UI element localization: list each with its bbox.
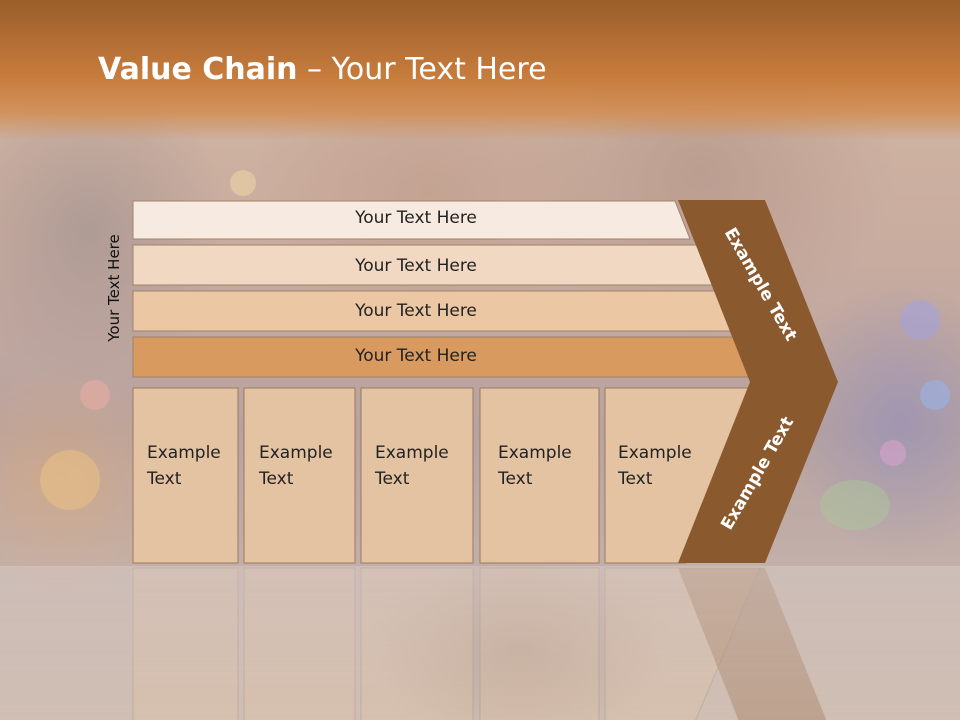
bar-label-2: Your Text Here [355,256,477,276]
box-2 [243,387,356,564]
box-label-1-line2: Text [147,469,182,489]
box-label-2-line1: Example [259,443,333,463]
box-label-2-line2: Text [259,469,294,489]
title-rest: – Your Text Here [297,52,547,87]
box-label-4-line1: Example [498,443,572,463]
box-1 [132,387,239,564]
bar-label-3: Your Text Here [355,301,477,321]
title-bold: Value Chain [98,52,298,87]
box-label-3-line2: Text [375,469,410,489]
box-label-1-line1: Example [147,443,221,463]
reflection [0,566,960,720]
chevron-arrow [678,200,838,563]
page-title: Value Chain – Your Text Here [98,52,547,87]
box-label-3-line1: Example [375,443,449,463]
bar-label-4: Your Text Here [355,346,477,366]
bar-label-1: Your Text Here [355,208,477,228]
reflection-svg [0,566,960,720]
box-label-5-line2: Text [618,469,653,489]
box-label-4-line2: Text [498,469,533,489]
box-3 [360,387,474,564]
header-band [0,0,960,140]
bar-1 [132,200,691,240]
box-label-5-line1: Example [618,443,692,463]
box-4 [479,387,600,564]
